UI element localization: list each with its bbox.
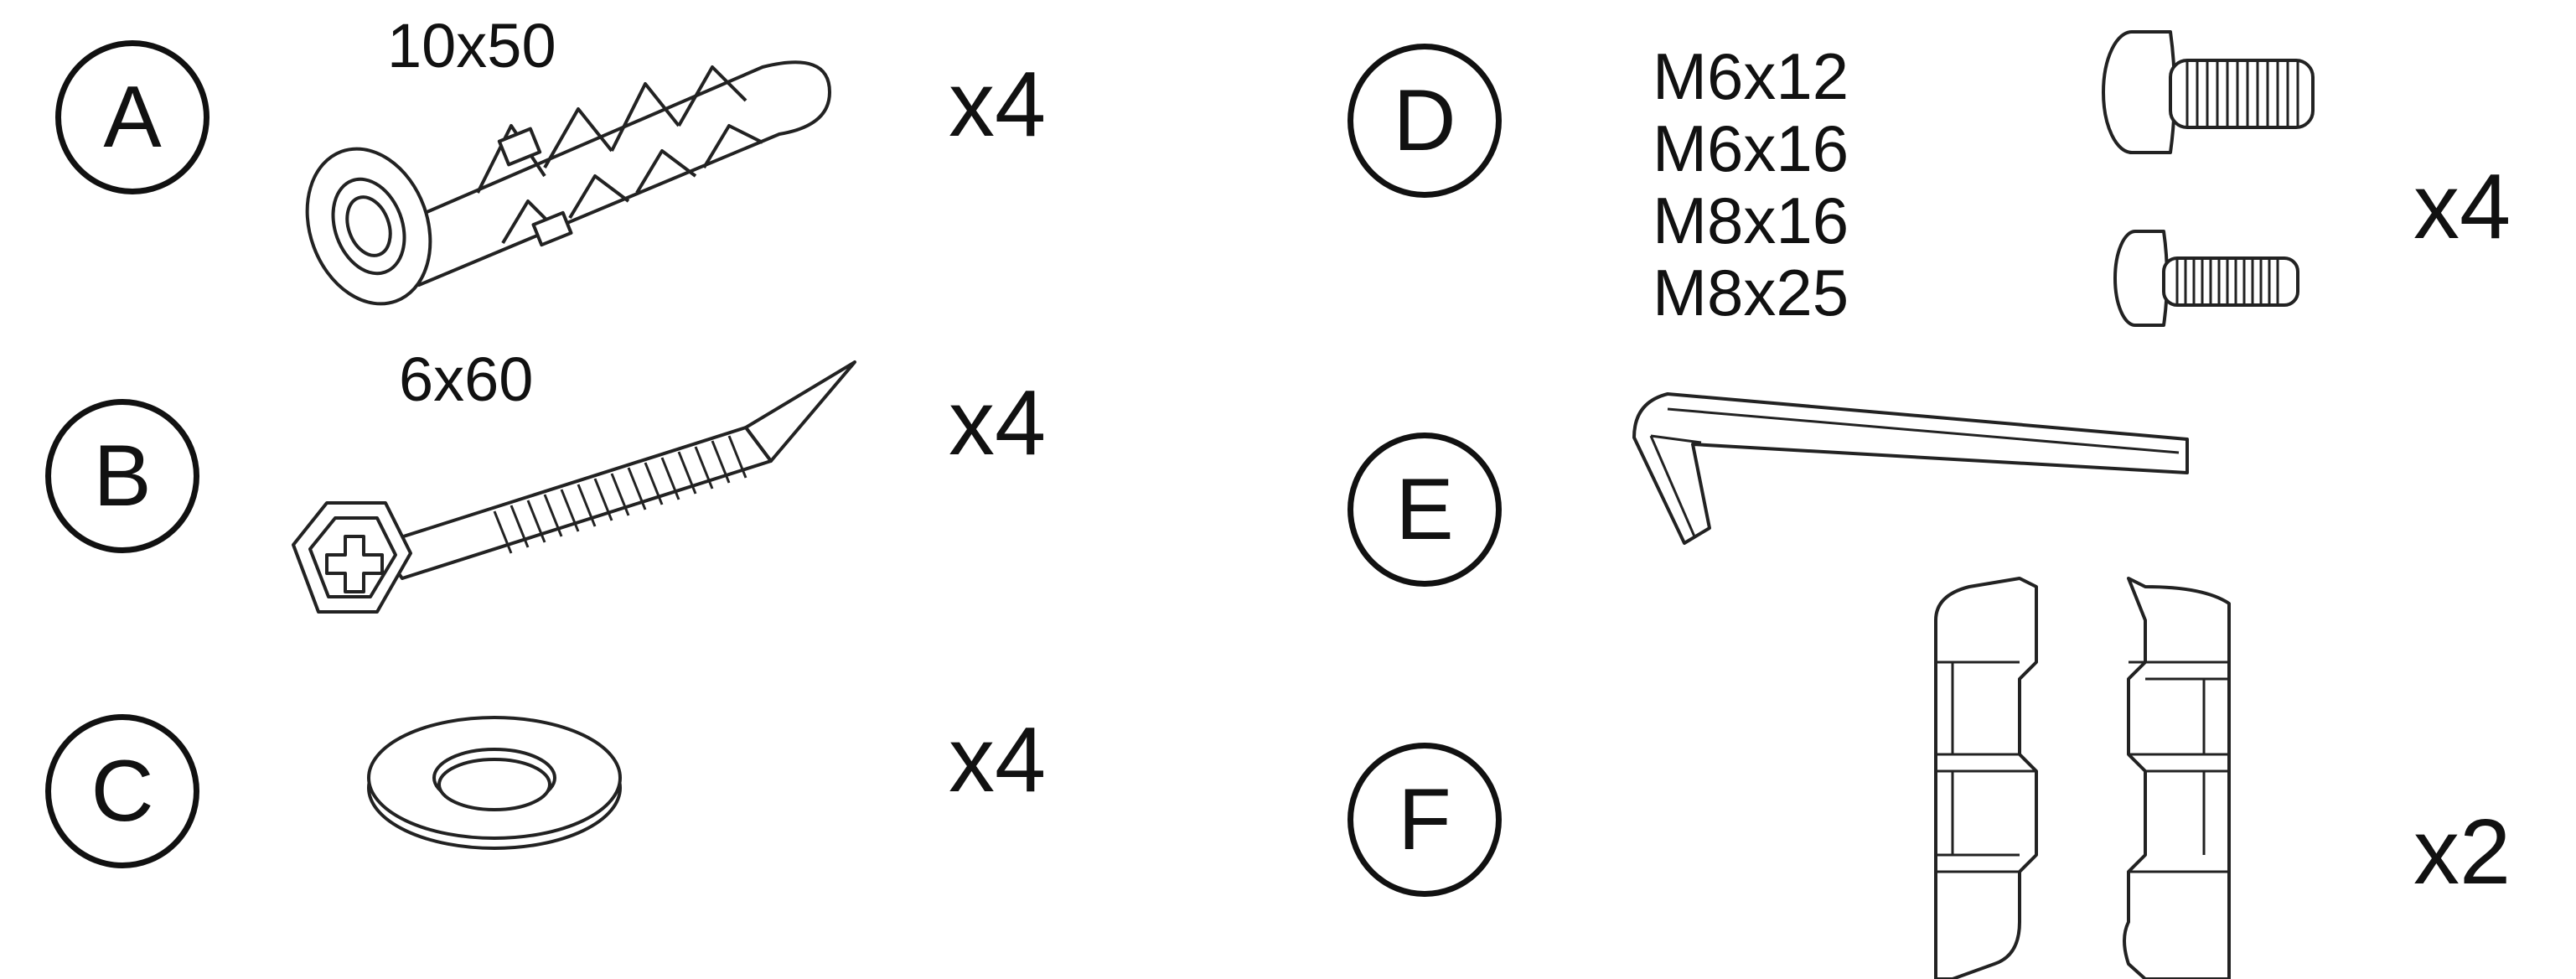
part-f-quantity: x2 [2413,800,2511,904]
part-b-quantity: x4 [949,371,1047,474]
part-e-letter: E [1347,433,1502,587]
part-d-size-list: M6x12 M6x16 M8x16 M8x25 [1653,40,1849,329]
part-d-size-2: M6x16 [1653,111,1849,185]
part-d-size-1: M6x12 [1653,39,1849,113]
part-c-letter: C [45,714,199,868]
machine-screw-icon [2102,30,2315,327]
part-a-quantity: x4 [949,53,1047,156]
part-b-letter: B [45,399,199,553]
part-d-size-4: M8x25 [1653,256,1849,329]
part-b-size: 6x60 [399,344,534,414]
hex-lag-screw-icon [292,360,856,614]
part-a-size: 10x50 [387,11,556,80]
allen-key-icon [1632,392,2189,545]
spacer-clip-icon [1934,577,2231,979]
part-d-letter: D [1347,44,1502,198]
part-d-size-3: M8x16 [1653,184,1849,257]
part-d-quantity: x4 [2413,155,2511,258]
part-f-letter: F [1347,743,1502,897]
washer-icon [367,716,622,850]
wall-anchor-icon [305,60,831,306]
part-a-letter: A [55,40,209,194]
part-c-quantity: x4 [949,708,1047,811]
